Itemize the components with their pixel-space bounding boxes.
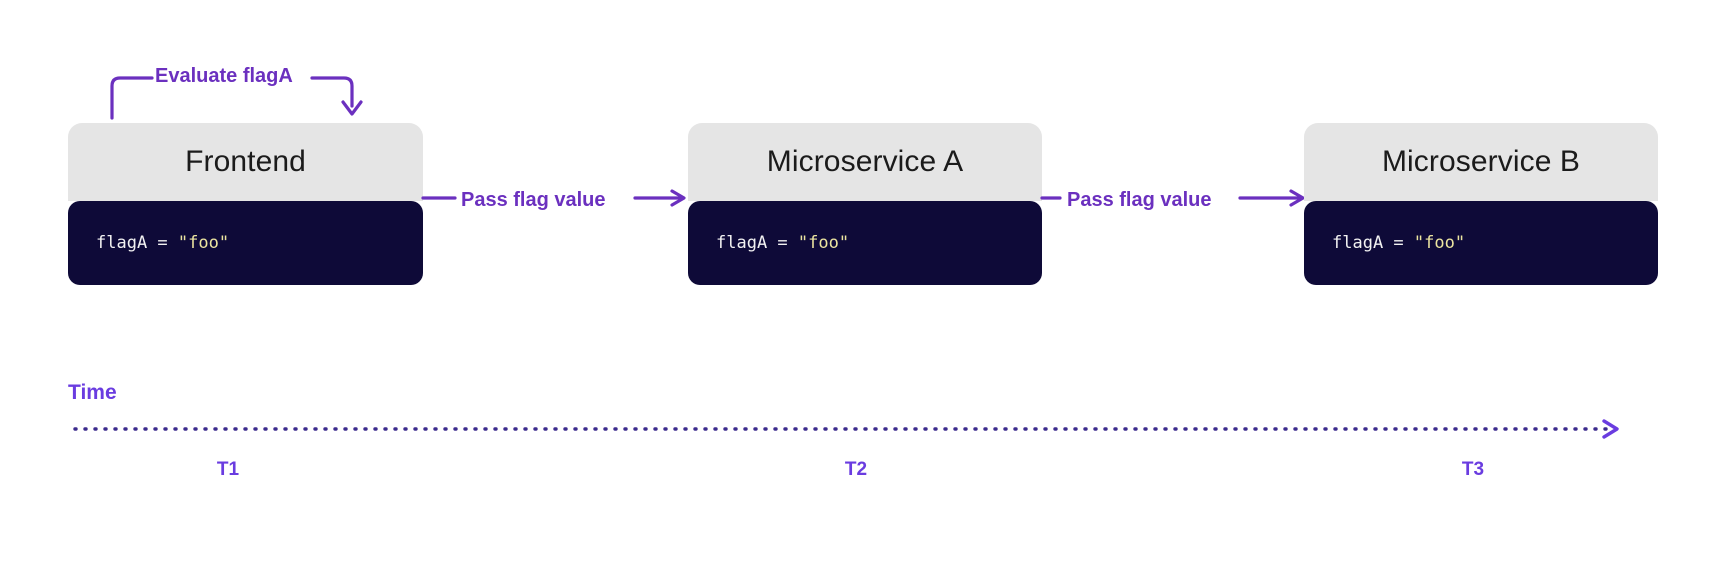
- node-microservice-b-header: Microservice B: [1304, 123, 1658, 201]
- node-microservice-b-code-block: flagA = "foo": [1304, 201, 1658, 285]
- timeline-axis: [73, 419, 1619, 439]
- code-line-microservice-a: flagA = "foo": [716, 232, 850, 253]
- code-token-operator: =: [1383, 232, 1414, 253]
- node-microservice-a-title: Microservice A: [766, 145, 964, 178]
- code-token-name: flagA: [716, 232, 768, 253]
- timeline-tick-t1: T1: [216, 459, 240, 480]
- code-token-string: "foo": [797, 232, 850, 253]
- connector-frontend-to-a-line: [421, 189, 686, 207]
- node-frontend-title: Frontend: [185, 145, 306, 178]
- code-token-string: "foo": [177, 232, 230, 253]
- node-frontend-header: Frontend: [68, 123, 423, 201]
- connector-a-to-b-label: Pass flag value: [1067, 189, 1212, 211]
- code-line-microservice-b: flagA = "foo": [1332, 232, 1466, 253]
- connector-frontend-to-a-label: Pass flag value: [461, 189, 606, 211]
- code-token-operator: =: [147, 232, 178, 253]
- code-token-name: flagA: [1332, 232, 1384, 253]
- node-microservice-a[interactable]: Microservice A flagA = "foo": [688, 123, 1042, 285]
- connector-a-to-b-line: [1040, 189, 1305, 207]
- code-token-name: flagA: [96, 232, 148, 253]
- timeline-tick-t3: T3: [1461, 459, 1485, 480]
- code-token-string: "foo": [1413, 232, 1466, 253]
- timeline-axis-label: Time: [68, 381, 117, 404]
- node-frontend-code-block: flagA = "foo": [68, 201, 423, 285]
- node-frontend[interactable]: Frontend flagA = "foo": [68, 123, 423, 285]
- node-microservice-a-code-block: flagA = "foo": [688, 201, 1042, 285]
- node-microservice-a-header: Microservice A: [688, 123, 1042, 201]
- code-line-frontend: flagA = "foo": [96, 232, 230, 253]
- evaluate-flag-bracket: [110, 76, 363, 120]
- code-token-operator: =: [767, 232, 798, 253]
- node-microservice-b[interactable]: Microservice B flagA = "foo": [1304, 123, 1658, 285]
- node-microservice-b-title: Microservice B: [1381, 145, 1581, 178]
- timeline-tick-t2: T2: [844, 459, 868, 480]
- evaluate-flag-label: Evaluate flagA: [155, 65, 293, 87]
